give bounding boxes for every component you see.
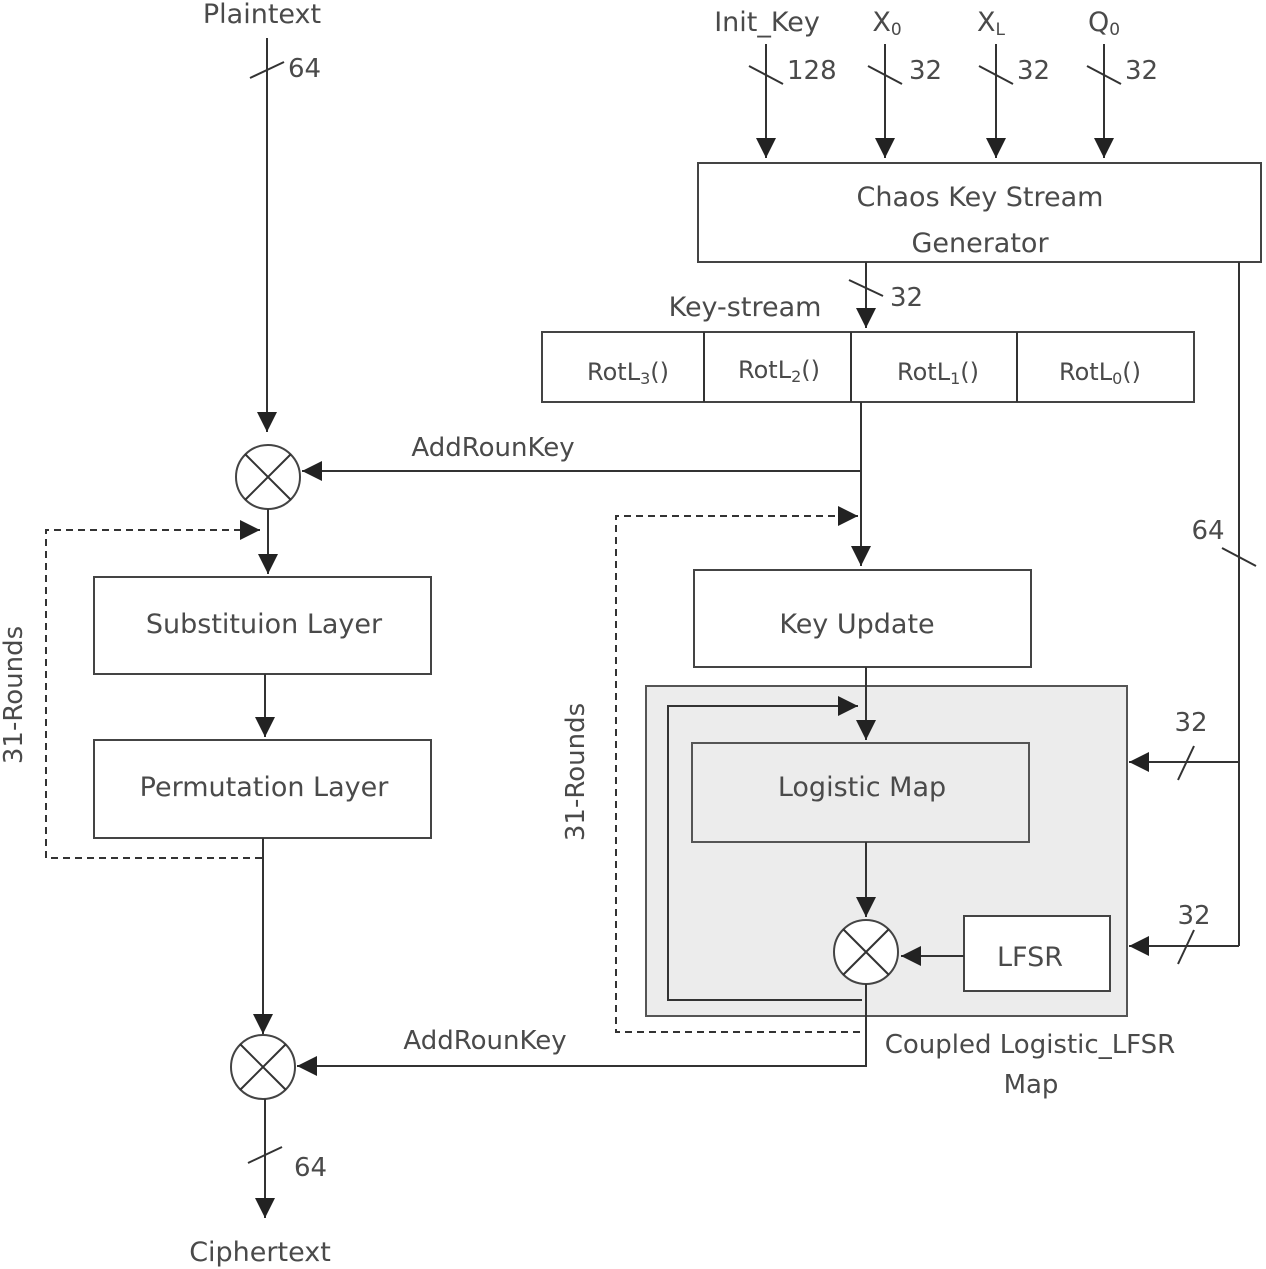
key-update-label: Key Update [779,609,934,640]
add-round-key-top-label: AddRounKey [411,433,574,463]
init-key-width-slash [748,65,784,85]
substitution-layer-box [93,576,432,675]
x0-width-label: 32 [909,56,942,86]
add-round-key-xor-top [235,444,301,510]
x0-label: X0 [872,7,901,40]
q0-label: Q0 [1088,7,1120,40]
rounds-loop-right [615,506,860,1033]
keystream-label: Key-stream [669,292,822,323]
lfsr-box [963,915,1111,992]
lower-seed-width-slash [1177,929,1195,965]
ciphertext-width-slash [247,1146,283,1164]
coupled-map-caption-line2: Map [1004,1070,1059,1100]
init-key-width-label: 128 [787,56,837,86]
add-round-key-bottom-label: AddRounKey [403,1026,566,1056]
chaos-key-stream-generator-box [697,162,1262,263]
x0-width-slash [867,65,903,85]
rotation-register [541,331,1195,403]
generator-side-width-label: 64 [1191,516,1224,546]
lower-seed-width-label: 32 [1177,901,1210,931]
q0-width-slash [1086,65,1122,85]
generator-label-line2: Generator [911,228,1049,259]
ciphertext-label: Ciphertext [189,1237,331,1268]
logistic-map-box [691,742,1030,843]
q0-width-label: 32 [1125,56,1158,86]
rounds-label-left: 31-Rounds [0,626,29,764]
rotl0-label: RotL0() [1059,358,1141,388]
generator-label-line1: Chaos Key Stream [857,182,1104,213]
logistic-map-label: Logistic Map [778,772,946,803]
permutation-layer-label: Permutation Layer [140,772,390,803]
generator-side-width-slash [1221,547,1257,567]
xl-width-slash [978,65,1014,85]
rotl2-label: RotL2() [738,356,820,386]
substitution-layer-label: Substituion Layer [146,609,383,640]
upper-seed-width-slash [1177,745,1195,781]
add-round-key-xor-bottom [230,1034,296,1100]
upper-seed-width-label: 32 [1174,708,1207,738]
ciphertext-width-label: 64 [294,1153,327,1183]
rounds-label-right: 31-Rounds [561,703,591,841]
rotl1-label: RotL1() [897,358,979,388]
rotl3-label: RotL3() [587,358,669,388]
coupled-map-caption-line1: Coupled Logistic_LFSR [885,1030,1176,1060]
rounds-loop-left [45,520,262,859]
add-round-key-bottom-arrow [297,984,867,1076]
coupled-map-feedback-loop [667,696,862,1001]
keystream-width-slash [848,279,884,297]
xl-width-label: 32 [1017,56,1050,86]
key-update-box [693,569,1032,668]
coupled-map-xor [833,919,899,985]
xl-label: XL [977,7,1006,40]
plaintext-width-slash [249,61,285,79]
plaintext-width-label: 64 [288,54,321,84]
init-key-label: Init_Key [714,7,820,38]
lfsr-label: LFSR [997,942,1063,973]
keystream-width-label: 32 [890,283,923,313]
plaintext-label: Plaintext [203,0,321,30]
